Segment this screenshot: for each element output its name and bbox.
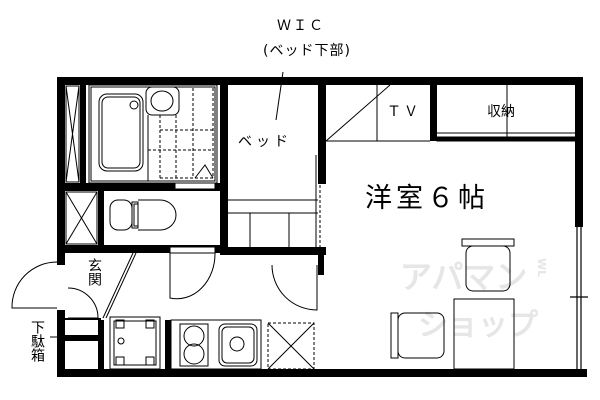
watermark-line2: ショップ	[418, 308, 538, 343]
wic-label: ＷＩＣ	[277, 18, 325, 34]
watermark-line1: アパマン	[400, 258, 528, 296]
toilet	[109, 199, 177, 231]
entrance-kitchen	[11, 246, 318, 370]
watermark-small: WL	[535, 258, 548, 278]
wic	[228, 71, 321, 247]
bathroom	[88, 84, 218, 190]
wic-note-label: (ベッド下部)	[263, 43, 351, 59]
storage-label: 収納	[487, 104, 515, 120]
entrance-label: 玄関	[86, 258, 102, 286]
room-label: 洋室６帖	[365, 183, 489, 214]
bed-label: ベッド	[238, 134, 292, 150]
furniture	[390, 238, 515, 370]
tv-label: ＴＶ	[387, 104, 421, 120]
shoe-box-label: 下駄箱	[29, 320, 45, 362]
